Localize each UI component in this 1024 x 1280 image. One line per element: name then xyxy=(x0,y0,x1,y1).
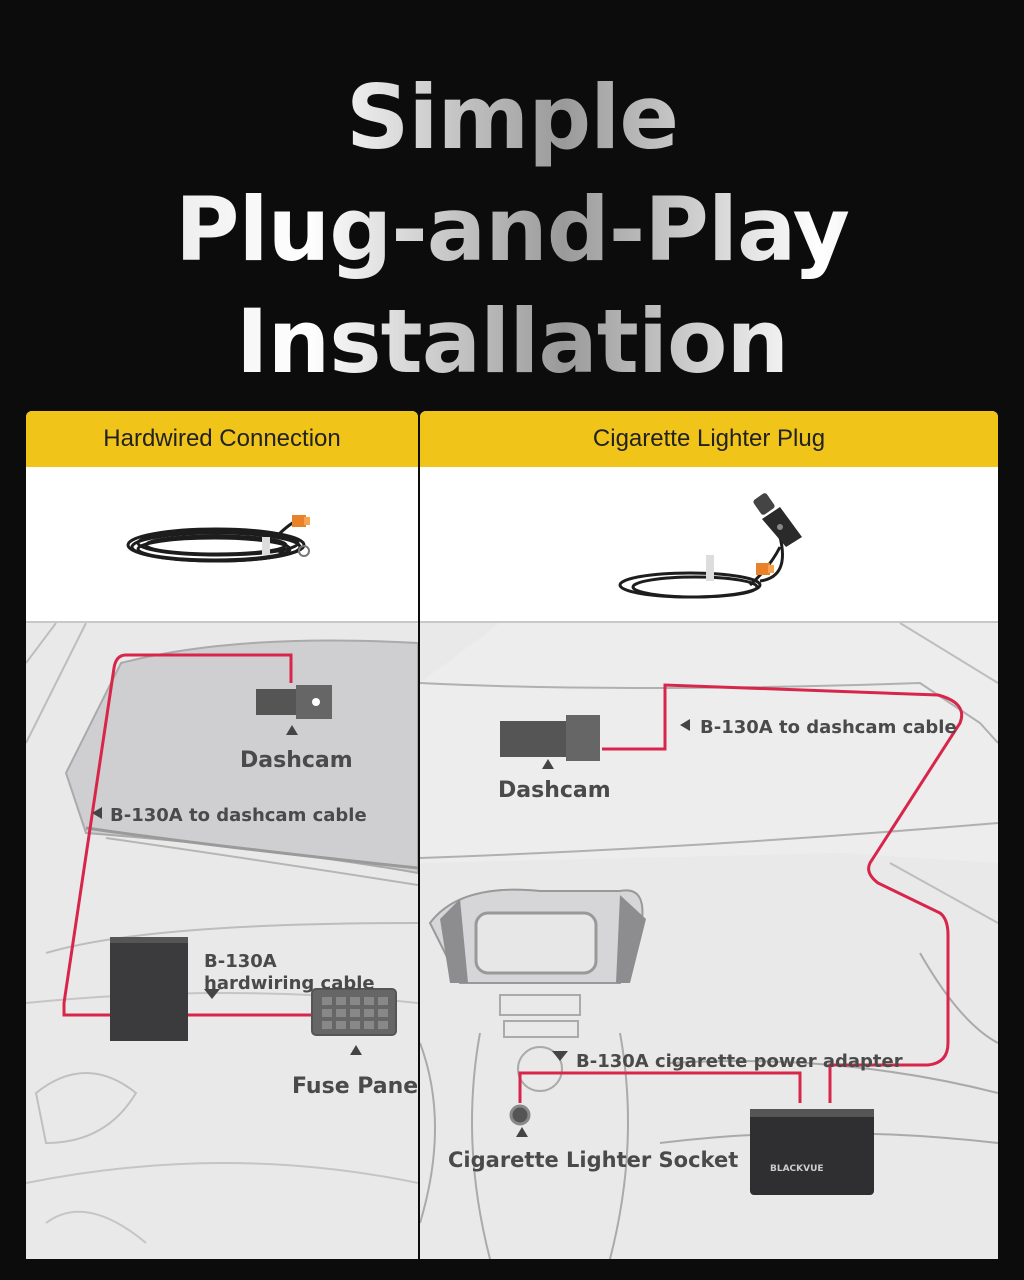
arrow-left-icon xyxy=(680,719,690,731)
hardwired-header: Hardwired Connection xyxy=(26,411,418,467)
dashcam-cable-label: B-130A to dashcam cable xyxy=(110,805,367,826)
hardwiring-cable-product xyxy=(26,467,418,623)
cigarette-header: Cigarette Lighter Plug xyxy=(420,411,998,467)
arrow-up-icon xyxy=(286,725,298,735)
dashcam-label: Dashcam xyxy=(498,778,611,803)
fuse-panel-label: Fuse Panel xyxy=(292,1074,418,1099)
cigarette-panel: Cigarette Lighter Plug xyxy=(420,411,998,1259)
arrow-down-icon xyxy=(552,1051,568,1061)
hardwiring-cable-image xyxy=(126,515,310,563)
cigarette-plug-image xyxy=(618,493,802,599)
device-brand-label: BLACKVUE xyxy=(770,1164,824,1174)
hardwired-panel: Hardwired Connection xyxy=(26,411,418,1259)
hardwired-car-illustration: Dashcam B-130A to dashcam cable B-130A h… xyxy=(26,622,418,1244)
title-line-2: Plug-and-Play xyxy=(0,174,1024,286)
socket-label: Cigarette Lighter Socket xyxy=(448,1148,738,1172)
arrow-up-icon xyxy=(516,1127,528,1137)
adapter-label: B-130A cigarette power adapter xyxy=(576,1051,903,1072)
cigarette-car-illustration: BLACKVUE B-130A to dashcam cable Dashcam… xyxy=(420,622,998,1259)
dashcam-label: Dashcam xyxy=(240,748,353,773)
arrow-left-icon xyxy=(92,807,102,819)
arrow-up-icon xyxy=(350,1045,362,1055)
page-title: Simple Plug-and-Play Installation xyxy=(0,62,1024,398)
cigarette-plug-product xyxy=(420,467,998,623)
title-line-3: Installation xyxy=(0,286,1024,398)
hardwire-label-line1: B-130A xyxy=(204,951,277,972)
cigarette-diagram: BLACKVUE B-130A to dashcam cable Dashcam… xyxy=(420,622,998,1259)
dashcam-cable-label: B-130A to dashcam cable xyxy=(700,717,957,738)
arrow-down-icon xyxy=(204,989,220,999)
hardwire-label-line2: hardwiring cable xyxy=(204,973,375,994)
title-line-1: Simple xyxy=(0,62,1024,174)
arrow-up-icon xyxy=(542,759,554,769)
hardwired-diagram: Dashcam B-130A to dashcam cable B-130A h… xyxy=(26,622,418,1259)
